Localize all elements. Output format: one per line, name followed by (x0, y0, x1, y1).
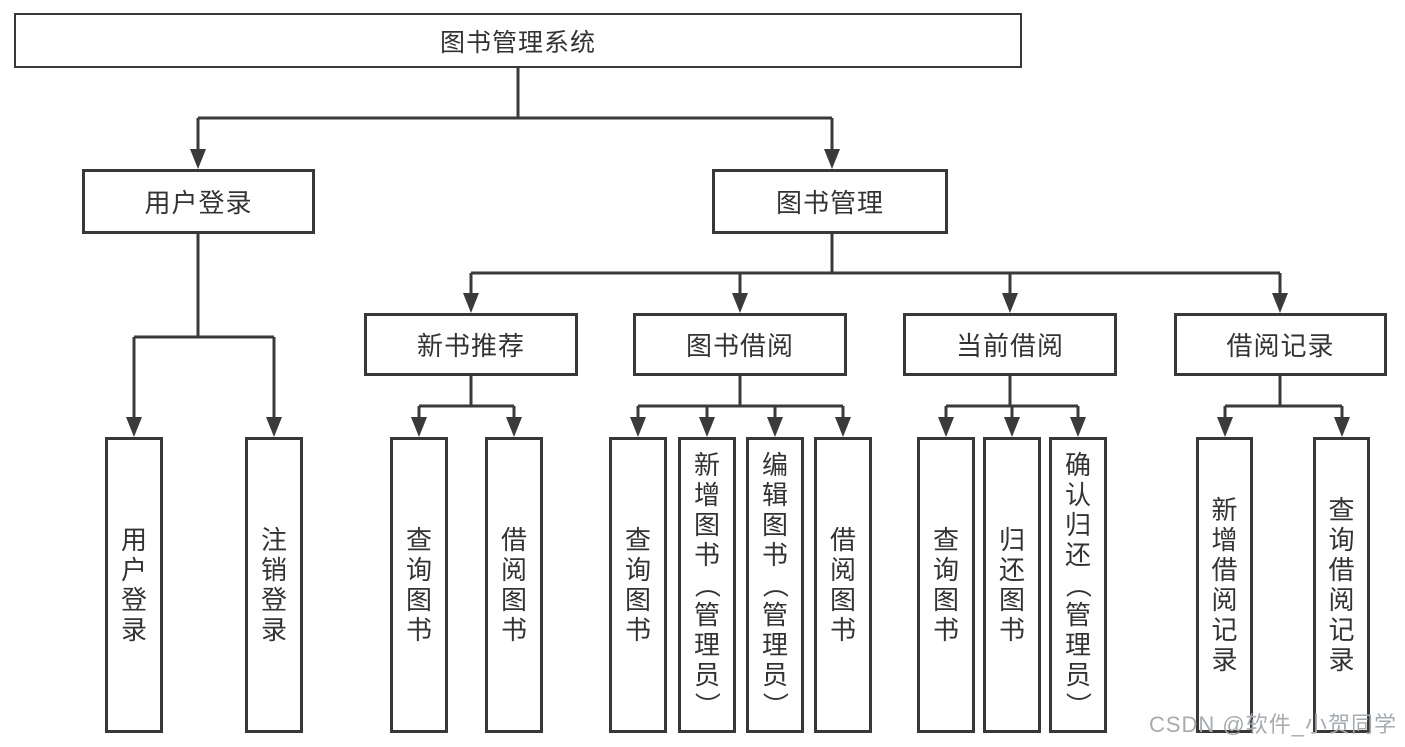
node-new-book-recommend: 新书推荐 (364, 313, 578, 376)
leaf-label: 查询图书 (624, 525, 651, 645)
leaf-user-login: 用户登录 (105, 437, 163, 733)
leaf-label: 查询图书 (932, 525, 959, 645)
leaf-add-books-admin: 新增图书（管理员） (678, 437, 736, 733)
leaf-label: 借阅图书 (500, 525, 527, 645)
node-borrowing-records: 借阅记录 (1174, 313, 1387, 376)
leaf-query-books-3: 查询图书 (917, 437, 975, 733)
leaf-label: 归还图书 (998, 525, 1025, 645)
leaf-label: 确认归还（管理员） (1063, 450, 1093, 718)
leaf-borrow-books-2: 借阅图书 (814, 437, 872, 733)
leaf-label: 编辑图书（管理员） (760, 450, 790, 718)
node-book-borrowing: 图书借阅 (633, 313, 847, 376)
leaf-edit-books-admin: 编辑图书（管理员） (746, 437, 804, 733)
leaf-query-borrow-record: 查询借阅记录 (1313, 437, 1370, 733)
leaf-confirm-return-admin: 确认归还（管理员） (1049, 437, 1107, 733)
leaf-logout: 注销登录 (245, 437, 303, 733)
leaf-label: 新增借阅记录 (1211, 495, 1238, 675)
leaf-label: 查询借阅记录 (1328, 495, 1355, 675)
leaf-label: 新增图书（管理员） (692, 450, 722, 718)
leaf-label: 用户登录 (120, 525, 147, 645)
node-current-borrowing: 当前借阅 (903, 313, 1117, 376)
node-user-login: 用户登录 (82, 169, 315, 234)
leaf-return-books: 归还图书 (983, 437, 1041, 733)
csdn-watermark: CSDN @软件_小贺同学 (1148, 712, 1397, 737)
leaf-add-borrow-record: 新增借阅记录 (1196, 437, 1253, 733)
leaf-query-books-1: 查询图书 (390, 437, 448, 733)
node-book-management: 图书管理 (712, 169, 948, 234)
leaf-label: 注销登录 (260, 525, 287, 645)
leaf-label: 借阅图书 (829, 525, 856, 645)
node-library-management-system: 图书管理系统 (14, 13, 1022, 68)
leaf-label: 查询图书 (405, 525, 432, 645)
leaf-borrow-books-1: 借阅图书 (485, 437, 543, 733)
leaf-query-books-2: 查询图书 (609, 437, 667, 733)
